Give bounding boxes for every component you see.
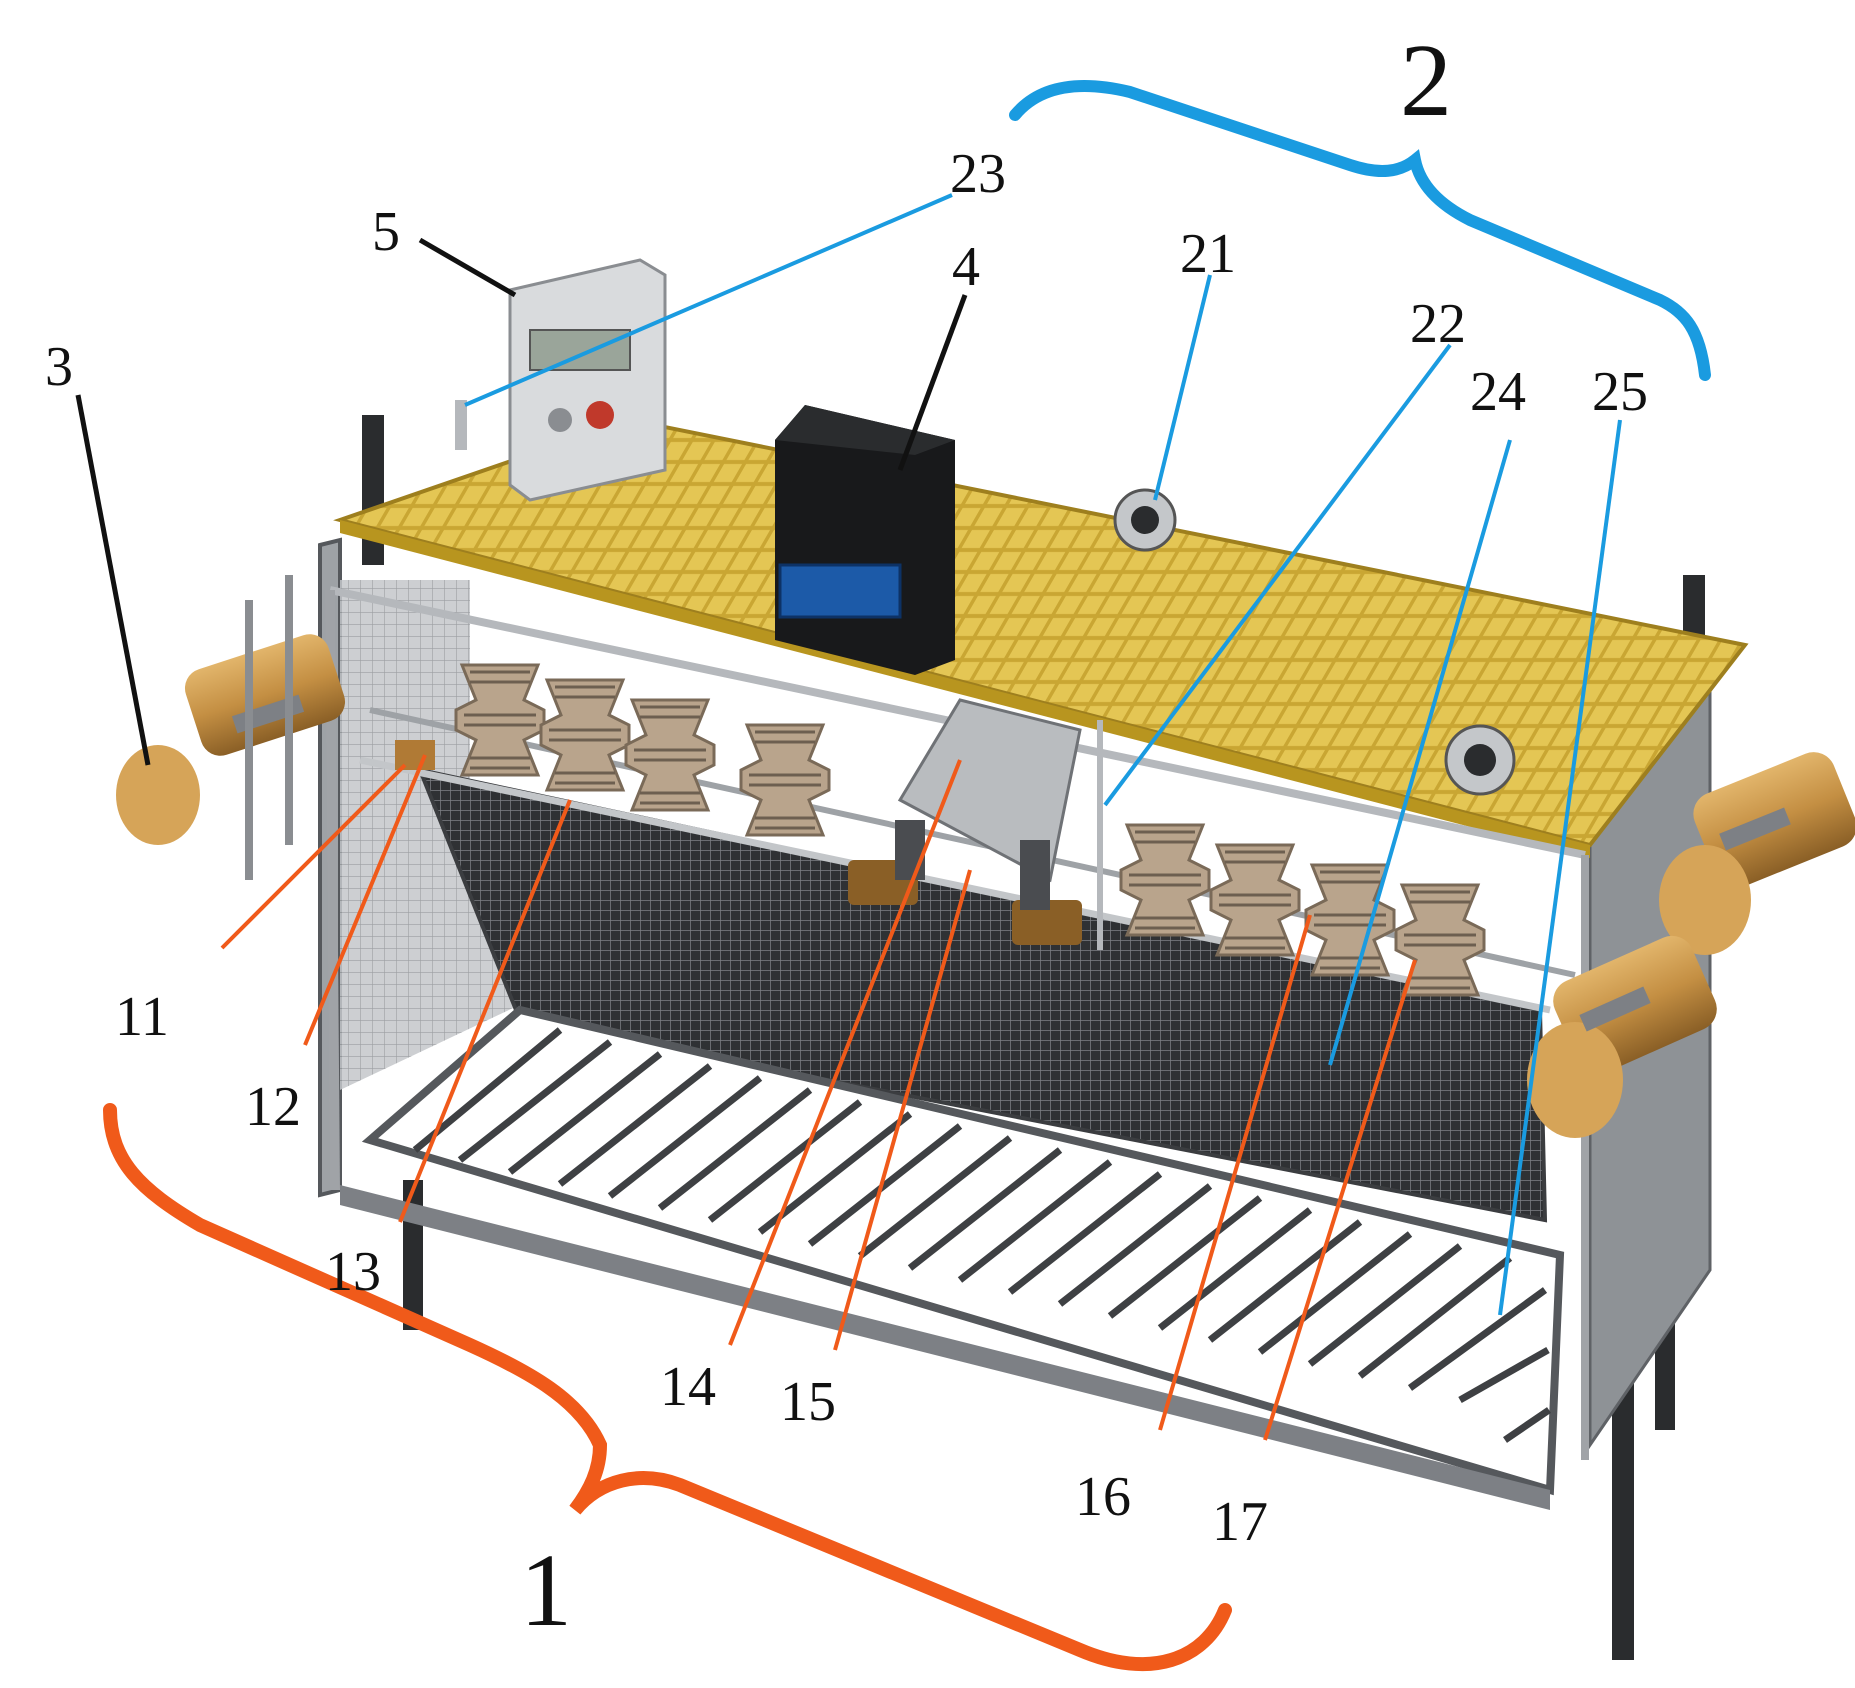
orange-leader-lines xyxy=(220,754,1417,1441)
tray-front-frame xyxy=(340,1185,1550,1510)
apparatus-drawing xyxy=(116,258,1855,1660)
leader-17 xyxy=(1263,959,1417,1441)
group-1-brace xyxy=(103,1103,1232,1671)
leader-23 xyxy=(464,193,953,407)
grating-front-edge xyxy=(340,520,1590,858)
hopper-support xyxy=(1020,840,1050,910)
leader-14 xyxy=(728,759,962,1346)
central-hopper xyxy=(897,698,1082,883)
callout-22: 22 xyxy=(1410,293,1466,355)
callout-24: 24 xyxy=(1470,361,1526,423)
group-label-2: 2 xyxy=(1400,23,1452,138)
blue-leader-lines xyxy=(464,193,1622,1316)
leader-16 xyxy=(1158,914,1312,1431)
callout-16: 16 xyxy=(1075,1466,1131,1528)
leader-15 xyxy=(833,869,972,1351)
callout-3: 3 xyxy=(45,336,73,398)
leader-5 xyxy=(418,237,517,298)
callout-4: 4 xyxy=(952,236,980,298)
callout-15: 15 xyxy=(780,1371,836,1433)
leader-25 xyxy=(1498,419,1622,1316)
hopper-support xyxy=(895,820,925,880)
blower-fan-icon xyxy=(1113,488,1516,796)
leader-12 xyxy=(303,754,427,1046)
leader-11 xyxy=(220,763,407,950)
left-mesh xyxy=(340,580,530,1090)
side-rod xyxy=(245,600,253,880)
group-label-1: 1 xyxy=(520,1533,572,1648)
callout-5: 5 xyxy=(372,201,400,263)
control-box-icon xyxy=(508,258,667,502)
leader-13 xyxy=(398,799,572,1223)
sensor-rod xyxy=(455,400,467,450)
tan-cylinder-icon xyxy=(116,634,1855,1138)
leader-3 xyxy=(75,394,151,766)
motor-block xyxy=(1012,900,1082,945)
callout-17: 17 xyxy=(1212,1491,1268,1553)
leader-4 xyxy=(897,294,968,471)
callout-25: 25 xyxy=(1592,361,1648,423)
black-device-icon xyxy=(775,405,955,675)
leader-22 xyxy=(1103,343,1452,807)
callout-14: 14 xyxy=(660,1356,716,1418)
left-bracket xyxy=(395,740,435,770)
group-2-brace xyxy=(1009,79,1711,381)
callout-21: 21 xyxy=(1180,223,1236,285)
callout-13: 13 xyxy=(325,1241,381,1303)
leader-21 xyxy=(1153,274,1212,501)
leg xyxy=(1612,1330,1634,1660)
black-leader-lines xyxy=(75,237,968,766)
callout-11: 11 xyxy=(115,986,169,1048)
callout-12: 12 xyxy=(245,1076,301,1138)
side-rod xyxy=(285,575,293,845)
leader-24 xyxy=(1328,439,1512,1066)
callout-23: 23 xyxy=(950,143,1006,205)
